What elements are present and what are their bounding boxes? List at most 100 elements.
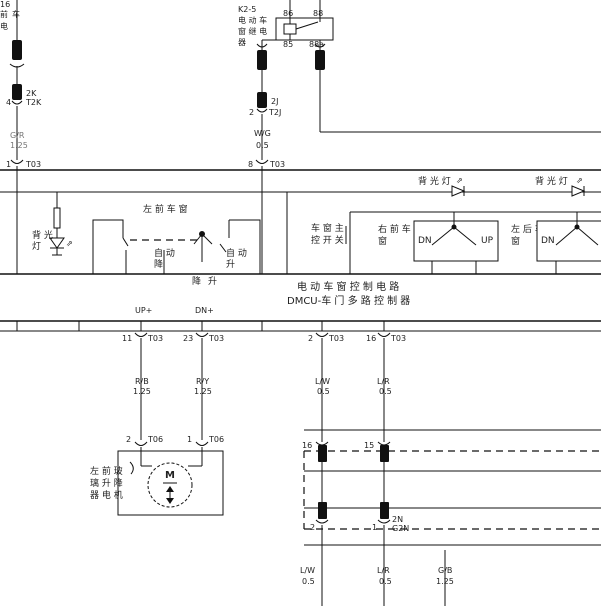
c2n-terminal-1 <box>380 502 389 519</box>
wire-mid-color: W/G <box>254 129 271 138</box>
motor-label-2: 璃 升 降 <box>90 477 123 489</box>
module-frame: 电 动 车 窗 控 制 电 路 DMCU-车 门 多 路 控 制 器 <box>0 169 601 332</box>
c2n-arc-15 <box>377 441 391 446</box>
led-rays-icon: ⇗ <box>66 239 73 248</box>
module-outputs: UP+ DN+ 11 T03 23 T03 2 T03 16 T03 R/B 1… <box>122 306 406 442</box>
top-left-sub: 车 <box>12 9 20 19</box>
left-rear-arm-l <box>555 226 578 246</box>
p16-code: T03 <box>390 334 406 343</box>
c2j-pin: 2 <box>249 108 254 117</box>
c2k-code: T2K <box>25 98 42 107</box>
top-left-feed: 16 前 电 车 2K 4 T2K G/R 1.25 1 T03 <box>0 0 42 274</box>
lr2-gauge: 0.5 <box>379 577 392 586</box>
module-title-en: DMCU-车 门 多 路 控 制 器 <box>287 294 410 307</box>
c2j-name: 2J <box>271 97 278 106</box>
c2k-name: 2K <box>26 89 37 98</box>
c2n-code: G2N <box>392 524 409 533</box>
right-front-label-2: 窗 <box>378 235 387 247</box>
left-rear-label-2: 窗 <box>511 235 520 247</box>
p16-pin: 16 <box>366 334 376 343</box>
main-switch-label-2: 控 开 关 <box>311 234 344 246</box>
motor-arrow-down <box>166 498 174 504</box>
relay-pin88a: 88a <box>309 40 324 49</box>
right-front-arm-l <box>431 226 455 246</box>
switch-arm-right <box>201 233 213 245</box>
c2n-arc-16 <box>315 441 329 446</box>
relay-pin86: 86 <box>283 9 293 18</box>
relay-line2: 窗 继 电 <box>238 26 267 36</box>
dn-code: T03 <box>208 334 224 343</box>
connector-2n: 16 15 2 1 2N G2N L/W 0.5 L/R 0.5 G/B 1.2… <box>300 429 601 606</box>
wire-mid-gauge: 0.5 <box>256 141 269 150</box>
lw2-gauge: 0.5 <box>302 577 315 586</box>
switch-arm-left <box>193 233 203 245</box>
relay-title: K2-5 <box>238 5 256 14</box>
window-relay: K2-5 电 动 车 窗 继 电 器 86 88 85 88a 2J 2 T2J… <box>238 0 601 274</box>
backlight-diode-2 <box>571 185 586 197</box>
right-module: 背 光 灯 ⇗ 背 光 灯 ⇗ 车 窗 主 控 开 关 右 前 车 窗 DN U… <box>311 175 601 274</box>
left-front-switch: 左 前 车 窗 ⇗ 背 光 灯 自 动 降 自 动 升 降 升 <box>32 192 261 287</box>
right-front-arm-r <box>453 226 477 246</box>
top-left-char2: 电 <box>0 21 8 31</box>
p16-arc <box>377 332 391 337</box>
backlight-light-label: 灯 <box>32 241 41 252</box>
rb-color: R/B <box>135 377 149 386</box>
top-left-num: 16 <box>0 0 10 9</box>
motor-spring-icon <box>129 461 134 475</box>
t03-left-arc <box>10 159 24 164</box>
motor-pin2: 2 <box>126 435 131 444</box>
c2n-pin1: 1 <box>372 523 377 532</box>
c2k-pin: 4 <box>6 98 11 107</box>
auto-down-label-2: 降 <box>154 258 163 270</box>
switch-contact-left <box>122 237 129 247</box>
diode-1-rays-icon: ⇗ <box>456 176 463 185</box>
backlight-resistor <box>53 207 61 229</box>
lr2-color: L/R <box>377 566 390 575</box>
main-switch-label-1: 车 窗 主 <box>311 222 344 234</box>
relay-fuse-right <box>315 50 325 70</box>
top-left-char1: 前 <box>0 9 8 19</box>
auto-up-label-2: 升 <box>226 259 235 270</box>
motor-code: T06 <box>147 435 163 444</box>
t03-left-code: T03 <box>25 160 41 169</box>
backlight-diode-1 <box>451 185 466 197</box>
left-rear-arm-r <box>576 226 599 246</box>
module-title-cn: 电 动 车 窗 控 制 电 路 <box>297 280 399 293</box>
c2n-terminal-2 <box>318 502 327 519</box>
motor-circle <box>147 462 193 508</box>
switch-left-frame <box>92 219 124 274</box>
motor-code-2: T06 <box>208 435 224 444</box>
c2n-terminal-15 <box>380 445 389 462</box>
up-arc <box>134 332 148 337</box>
t03-mid-pin: 8 <box>248 160 253 169</box>
backlight-right-label-1: 背 光 灯 <box>418 175 451 187</box>
motor-arc-2 <box>134 441 148 446</box>
left-rear-switch-box <box>536 220 601 262</box>
relay-line1: 电 动 车 <box>238 15 267 25</box>
gb-color: G/B <box>438 566 452 575</box>
backlight-label: 背 光 <box>32 229 53 241</box>
left-rear-dn: DN <box>541 236 555 246</box>
auto-down-label: 自 动 <box>154 247 175 259</box>
lr-color: L/R <box>377 377 390 386</box>
p2-arc <box>315 332 329 337</box>
c2n-pin15: 15 <box>364 441 374 450</box>
backlight-led <box>49 237 65 249</box>
relay-fuse-left <box>257 50 267 70</box>
relay-coil <box>283 23 297 35</box>
lr-gauge: 0.5 <box>379 387 392 396</box>
p2-pin: 2 <box>308 334 313 343</box>
auto-up-label: 自 动 <box>226 247 247 259</box>
t03-mid-arc <box>255 159 269 164</box>
ry-color: R/Y <box>196 377 209 386</box>
c2n-arc-2 <box>315 519 329 524</box>
relay-pin88: 88 <box>313 9 323 18</box>
diode-2-rays-icon: ⇗ <box>576 176 583 185</box>
connector-2j-arc <box>256 108 268 113</box>
c2n-terminal-16 <box>318 445 327 462</box>
relay-contact <box>295 21 319 30</box>
down-label: 降 <box>192 275 201 287</box>
t03-left-pin: 1 <box>6 160 11 169</box>
c2n-name: 2N <box>392 515 403 524</box>
